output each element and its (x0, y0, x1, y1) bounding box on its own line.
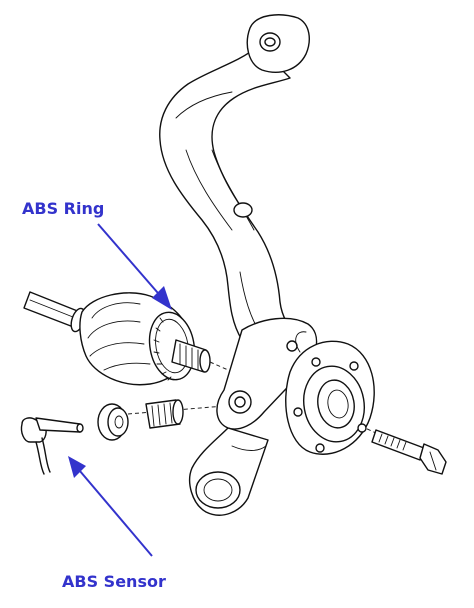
drive-shaft (23, 291, 86, 333)
bushing (97, 403, 129, 441)
needle-bearing (145, 399, 184, 429)
abs-sensor-arrow (68, 456, 153, 557)
splined-stub (171, 339, 211, 373)
abs-ring-label: ABS Ring (22, 199, 105, 218)
steering-knuckle (159, 45, 318, 430)
hub-bolt (371, 429, 447, 475)
abs-sensor-label: ABS Sensor (62, 572, 166, 591)
lower-arm (188, 427, 269, 516)
abs-ring-arrow (97, 223, 172, 310)
abs-sensor (20, 417, 84, 475)
axis-line-parts (127, 405, 225, 415)
wheel-hub (285, 331, 375, 455)
top-pivot (246, 14, 310, 73)
